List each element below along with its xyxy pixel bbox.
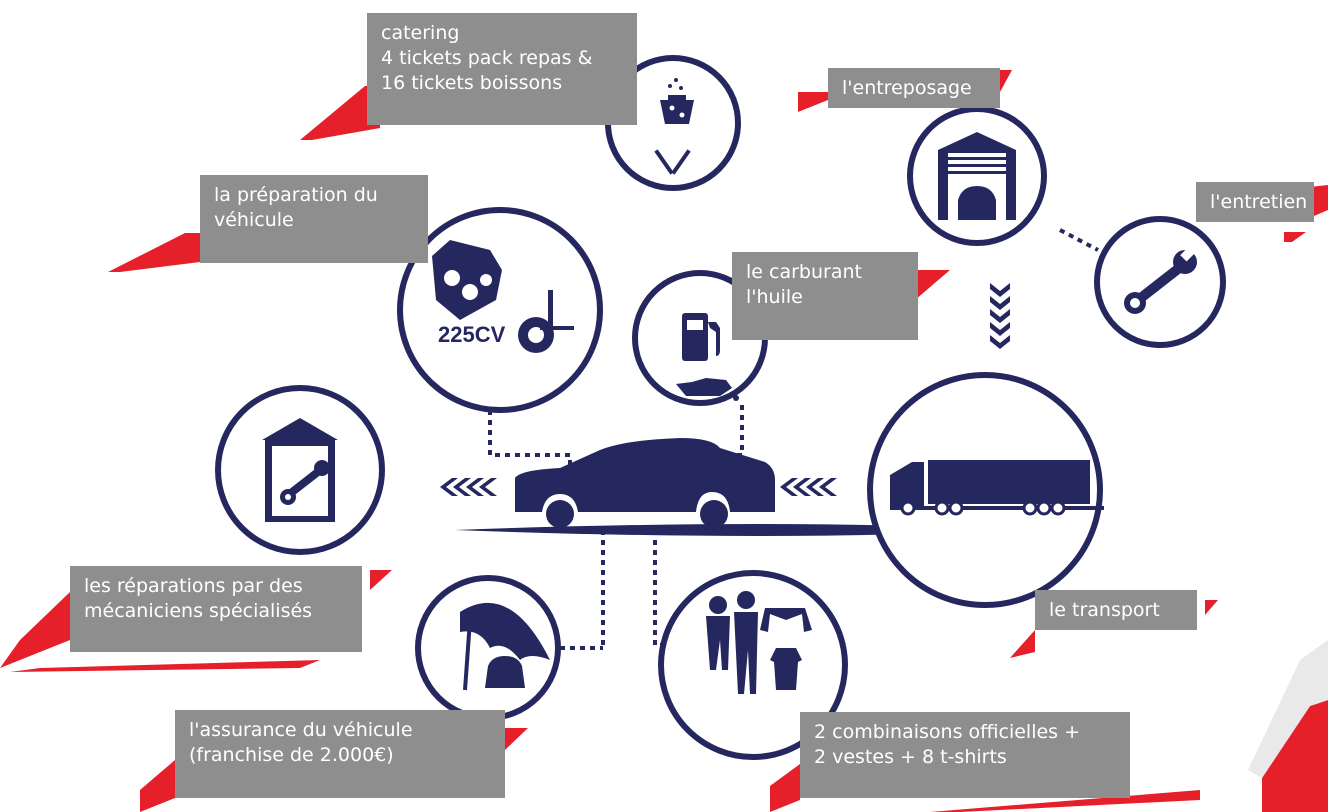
drink-food-icon xyxy=(654,78,694,175)
truck-icon xyxy=(890,460,1104,516)
garage-car-icon xyxy=(938,132,1016,220)
chevrons xyxy=(440,283,1010,496)
pickup-truck-icon xyxy=(515,438,775,528)
fuel-oil-icon xyxy=(676,313,739,401)
wrench-icon xyxy=(1124,245,1197,314)
engine-suspension-icon: 225CV xyxy=(432,240,574,353)
label-transport: le transport xyxy=(1035,590,1197,630)
label-entretien: l'entretien xyxy=(1196,182,1314,222)
red-accents xyxy=(0,70,1328,812)
engine-power-label: 225CV xyxy=(438,322,506,347)
tent-wrench-icon xyxy=(262,418,338,522)
preparation-circle xyxy=(397,207,603,413)
label-entreposage: l'entreposage xyxy=(828,68,1000,108)
label-assurance: l'assurance du véhicule(franchise de 2.0… xyxy=(175,710,505,798)
label-combinaisons: 2 combinaisons officielles +2 vestes + 8… xyxy=(800,712,1130,798)
corner-shadow xyxy=(1248,640,1328,778)
ground-shadow xyxy=(455,524,1010,536)
umbrella-car-icon xyxy=(460,602,550,691)
drivers-clothing-icon xyxy=(706,591,812,694)
